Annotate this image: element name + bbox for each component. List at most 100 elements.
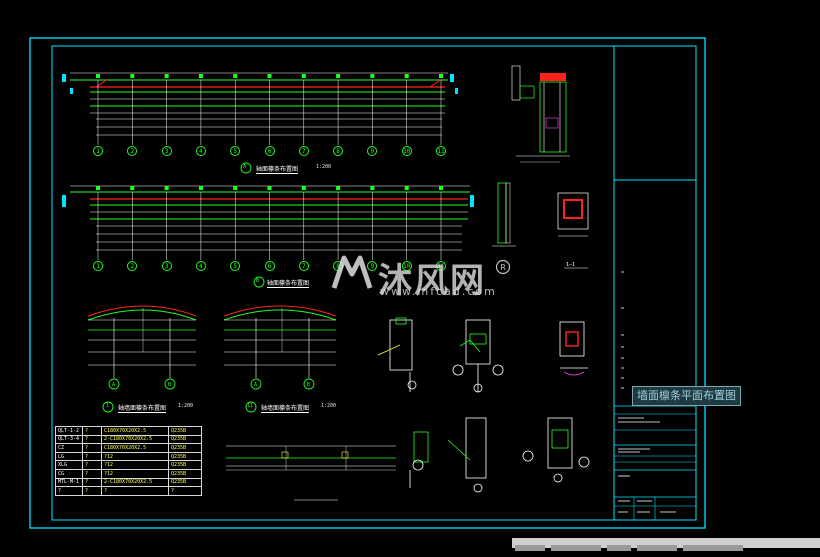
bottom-elevation-drawing: [226, 445, 396, 501]
watermark-cn: 沐风网: [378, 261, 486, 301]
plan-b-drawing: [62, 185, 474, 260]
gable-1-scale: 1:200: [178, 403, 194, 409]
legend-cell: Q235B: [168, 477, 202, 488]
plan-a-badge-text: A: [243, 164, 247, 170]
mf-logo-icon: [331, 255, 373, 289]
legend-cell: ?: [82, 477, 102, 488]
legend-cell: CG: [55, 468, 83, 479]
axis-bubble: 3: [161, 146, 172, 156]
legend-cell: LG: [55, 451, 83, 462]
legend-cell: QLT-3-4: [55, 434, 83, 445]
axis-bubble: 7: [298, 146, 309, 156]
legend-cell: ?: [82, 468, 102, 479]
legend-cell: ?12: [101, 468, 169, 479]
section-label: 1—1: [566, 262, 576, 268]
legend-cell: C180X70X20X2.5: [101, 443, 169, 453]
legend-cell: Q235B: [168, 426, 202, 436]
legend-cell: QLT-1-2: [55, 426, 83, 436]
watermark-url: www.mfcad.com: [380, 285, 497, 298]
axis-bubble: 10: [401, 261, 412, 271]
axis-bubble: 11: [436, 261, 446, 271]
legend-cell: ?: [82, 451, 102, 462]
legend-cell: 2-C180X70X20X2.5: [101, 477, 169, 488]
legend-cell: Q235B: [168, 443, 202, 453]
gable-11-badge: [245, 401, 257, 413]
axis-bubble: 4: [195, 146, 206, 156]
axis-bubble: 9: [367, 146, 378, 156]
legend-cell: Q235B: [168, 451, 202, 462]
legend-cell: ?12: [101, 460, 169, 470]
copyright-circle-icon: R: [495, 259, 511, 275]
axis-bubble: 7: [298, 261, 309, 271]
plan-b-badge-text: B: [256, 278, 260, 284]
plan-a-scale: 1:200: [316, 164, 332, 170]
gable-1-badge: [102, 401, 114, 413]
axis-bubble: 11: [436, 146, 446, 156]
plan-a-badge: [240, 162, 252, 174]
axis-bubble: 6: [264, 261, 275, 271]
svg-text:R: R: [500, 263, 506, 272]
legend-cell: CZ: [55, 443, 83, 453]
axis-bubble: 8: [333, 146, 344, 156]
gable-11-drawing: [223, 305, 337, 390]
legend-cell: ?: [82, 460, 102, 470]
inner-frame: [51, 45, 697, 521]
hover-tooltip: 墙面檩条平面布置图: [632, 386, 741, 406]
gable-11-axis-b: B: [307, 382, 311, 388]
axis-bubble: 2: [127, 146, 138, 156]
gable-11-axis-a: A: [254, 382, 258, 388]
axis-bubble: 2: [127, 261, 138, 271]
gable-1-axis-b: B: [168, 382, 172, 388]
legend-cell: MTL-M-1: [55, 477, 83, 488]
legend-cell: ?: [82, 434, 102, 445]
eave-detail-drawing: [511, 65, 570, 163]
gable-1-badge-text: 1: [106, 403, 110, 409]
plan-a-drawing: [62, 72, 458, 145]
axis-bubble: 6: [264, 146, 275, 156]
legend-cell: ?12: [101, 451, 169, 462]
legend-cell: Q235B: [168, 468, 202, 479]
legend-cell: ?: [82, 443, 102, 453]
legend-cell: ?: [82, 426, 102, 436]
legend-cell: Q235B: [168, 434, 202, 445]
axis-bubble: 5: [230, 146, 241, 156]
axis-bubble: 9: [367, 261, 378, 271]
axis-bubble: 10: [401, 146, 412, 156]
plan-b-title: 轴面檩条布置图: [267, 280, 310, 288]
legend-cell: ?: [55, 486, 83, 496]
axis-bubble: 5: [230, 261, 241, 271]
gable-1-drawing: [87, 305, 197, 390]
plan-a-title: 轴面檩条布置图: [256, 166, 299, 174]
column-section-drawing: [492, 182, 589, 269]
taskbar-fragment: [512, 538, 820, 551]
gable-11-title: 轴墙面檩条布置图: [261, 405, 310, 413]
node-details-drawing: [377, 317, 590, 493]
plan-b-badge: [253, 276, 265, 288]
gable-11-scale: 1:200: [321, 403, 337, 409]
legend-cell: Q235B: [168, 460, 202, 470]
legend-cell: ?: [82, 486, 102, 496]
legend-cell: ?: [101, 486, 169, 496]
legend-cell: C180X70X20X2.5: [101, 426, 169, 436]
legend-cell: 2-C180X70X20X2.5: [101, 434, 169, 445]
axis-bubble: 4: [195, 261, 206, 271]
axis-bubble: 3: [161, 261, 172, 271]
legend-row: ????: [55, 486, 202, 496]
axis-bubble: 1: [93, 261, 103, 271]
gable-1-title: 轴墙面檩条布置图: [118, 405, 167, 413]
gable-11-badge-text: 11: [247, 403, 254, 409]
axis-bubble: 1: [93, 146, 103, 156]
gable-1-axis-a: A: [112, 382, 116, 388]
legend-cell: XLG: [55, 460, 83, 470]
outer-frame: [29, 37, 706, 529]
